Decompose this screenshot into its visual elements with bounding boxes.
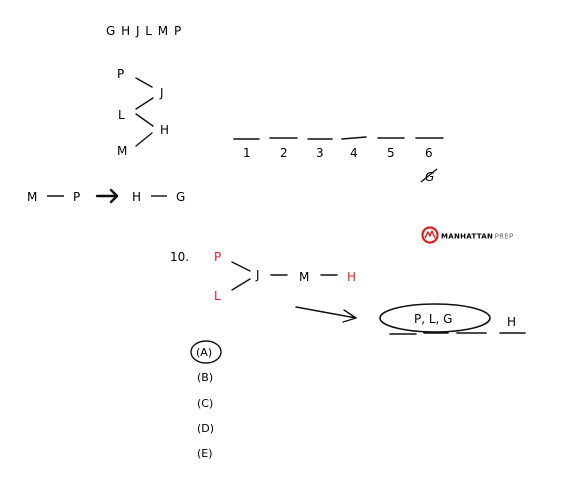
chain-g: G xyxy=(176,190,185,204)
slot-label-2: 2 xyxy=(280,146,288,160)
slot-line-4 xyxy=(341,136,367,140)
question-number: 10. xyxy=(170,250,189,264)
chain-m: M xyxy=(27,190,37,204)
question-diagram: 10. P L J M H xyxy=(170,250,357,323)
crossed-mark-slash xyxy=(420,168,438,183)
edge-l-h xyxy=(135,113,154,127)
group-slots: P, L, G H xyxy=(379,303,526,335)
group-ellipse xyxy=(379,303,491,333)
node-h: H xyxy=(160,123,169,137)
q-node-h: H xyxy=(347,270,356,284)
chain-diagram: M P H G xyxy=(27,188,185,204)
edge-l-j xyxy=(135,97,154,110)
slot-label-4: 4 xyxy=(350,146,358,160)
node-p: P xyxy=(117,67,124,81)
header-letters: G H J L M P xyxy=(106,24,182,38)
slot-label-3: 3 xyxy=(316,146,324,160)
manhattan-prep-logo-icon xyxy=(421,226,439,244)
q-node-p: P xyxy=(214,250,221,264)
chain-arrow-icon xyxy=(95,188,119,204)
group-label: P, L, G xyxy=(414,312,452,326)
choice-b: (B) xyxy=(197,371,213,384)
node-m: M xyxy=(117,144,127,158)
q-node-j: J xyxy=(255,268,260,282)
q-edge-p-j xyxy=(231,261,251,272)
choice-d: (D) xyxy=(197,422,214,435)
choice-a-circle xyxy=(190,340,222,364)
slot-row: 1 2 3 4 5 6 G xyxy=(233,136,444,184)
choice-e: (E) xyxy=(197,447,213,460)
edge-m-h xyxy=(135,132,153,147)
edge-p-j xyxy=(135,77,153,88)
choice-a: (A) xyxy=(196,346,212,359)
q-edge-l-j xyxy=(231,278,251,291)
answer-choices: (A) (B) (C) (D) (E) xyxy=(190,340,222,460)
left-diagram: P J L H M xyxy=(117,67,169,158)
crossed-mark: G xyxy=(425,170,434,184)
chain-h: H xyxy=(132,190,141,204)
slot-label-6: 6 xyxy=(425,146,433,160)
brand-name-bold: MANHATTAN xyxy=(441,233,493,241)
q-arrow-icon xyxy=(295,306,357,323)
choice-c: (C) xyxy=(197,397,213,410)
tail-label: H xyxy=(507,315,516,329)
q-node-m: M xyxy=(299,270,309,284)
slot-label-5: 5 xyxy=(387,146,395,160)
node-l: L xyxy=(118,108,125,122)
node-j: J xyxy=(159,86,164,100)
chain-p: P xyxy=(73,190,80,204)
slot-label-1: 1 xyxy=(243,146,251,160)
q-node-l: L xyxy=(214,289,221,303)
brand-name-light: PREP xyxy=(495,233,514,241)
